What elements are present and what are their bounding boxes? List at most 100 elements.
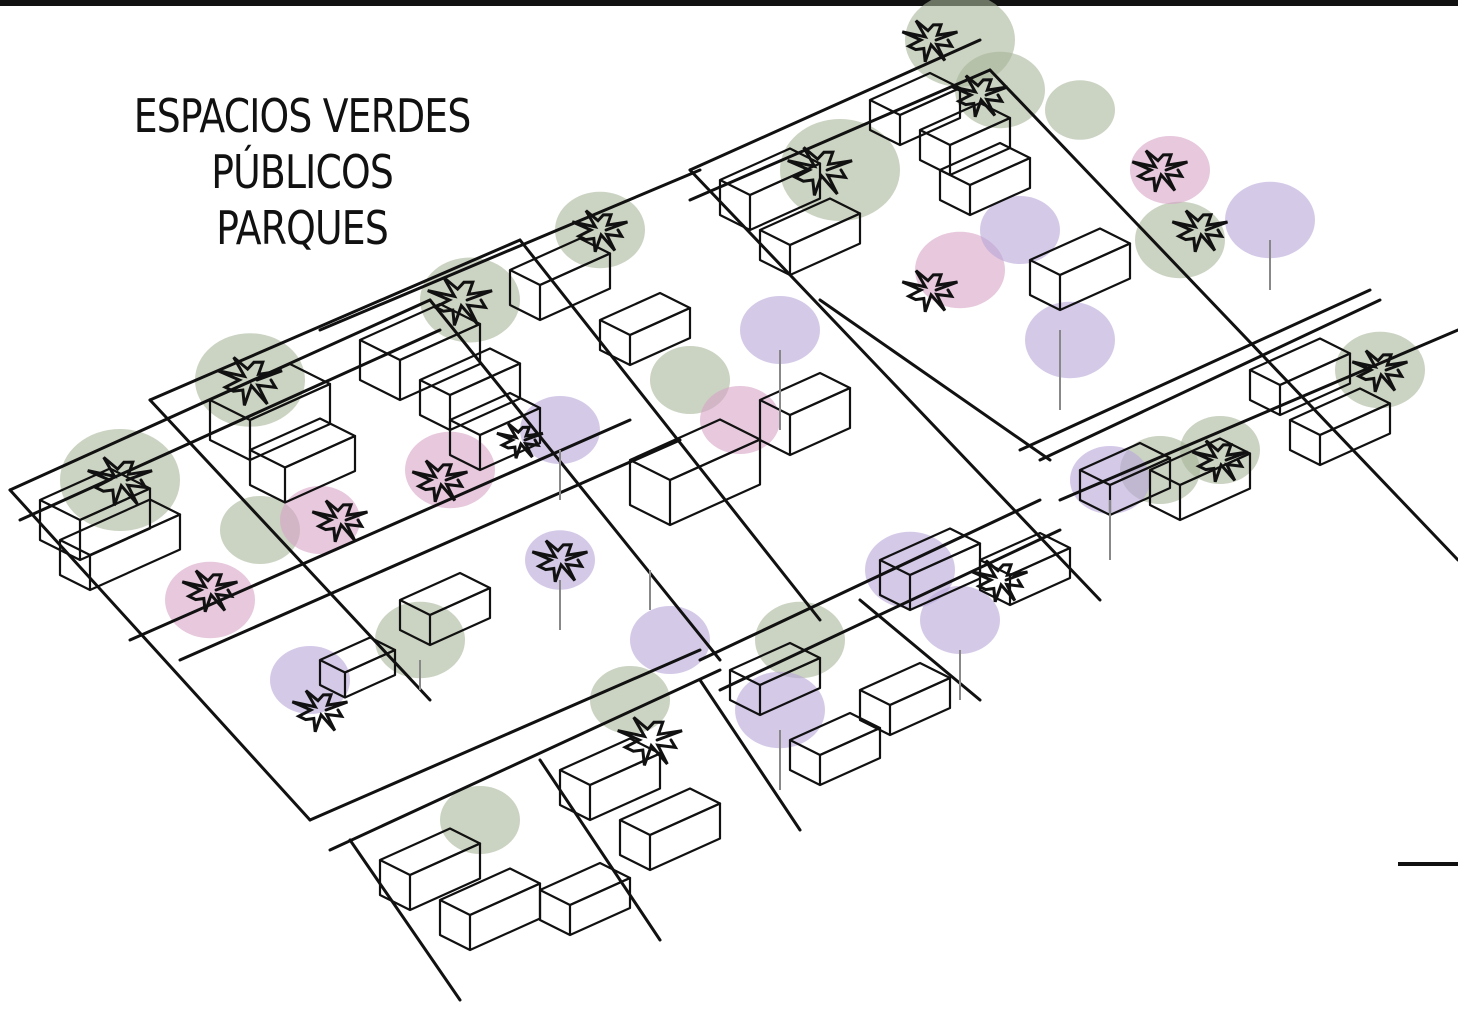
- tree-scribble: [411, 459, 469, 503]
- street-edge: [988, 68, 1458, 562]
- tree-scribble: [901, 269, 959, 313]
- tree-canopy: [1225, 181, 1315, 259]
- tree-scribble: [1351, 349, 1409, 393]
- building: [318, 636, 397, 699]
- building-walls: [628, 438, 762, 527]
- street-edge: [148, 398, 432, 702]
- building: [1248, 337, 1352, 417]
- building: [448, 391, 542, 472]
- tree-scribble: [571, 209, 629, 253]
- street-edge: [128, 418, 632, 642]
- tree-scribble: [1191, 439, 1249, 483]
- street-edge: [688, 168, 1102, 602]
- street-edge: [148, 238, 522, 402]
- tree-scribble: [951, 74, 1009, 118]
- building: [438, 867, 542, 952]
- tree-scribble: [181, 569, 239, 613]
- building-walls: [508, 252, 612, 322]
- title-line-2: PARQUES: [216, 201, 389, 255]
- building-walls: [448, 406, 542, 472]
- building: [538, 861, 632, 937]
- street-edge: [318, 168, 702, 332]
- building-walls: [788, 726, 882, 787]
- tree-scribble: [87, 456, 153, 506]
- building: [378, 827, 482, 912]
- tree-scribble: [311, 499, 369, 543]
- tree-canopy: [755, 601, 845, 679]
- building: [788, 711, 882, 787]
- street-edge: [328, 668, 722, 852]
- street-edge: [718, 528, 1062, 692]
- building: [58, 498, 182, 592]
- tree-scribble: [617, 716, 683, 766]
- tree-scribble: [1131, 149, 1189, 193]
- buildings: [38, 71, 1392, 952]
- title-line-1: ESPACIOS VERDES PÚBLICOS: [133, 89, 472, 199]
- building-walls: [1028, 242, 1132, 312]
- tree-canopy: [1025, 301, 1115, 379]
- street-edge: [428, 298, 722, 662]
- tree-canopy: [60, 429, 180, 531]
- building: [918, 101, 1012, 177]
- tree-canopy: [555, 191, 645, 269]
- building-walls: [938, 156, 1032, 217]
- tree-canopy: [440, 786, 520, 854]
- building: [418, 347, 522, 432]
- tree-canopy: [1335, 331, 1425, 409]
- building-walls: [598, 306, 692, 367]
- tree-canopy: [980, 196, 1060, 264]
- tree-scribble: [787, 146, 853, 196]
- building-walls: [358, 322, 482, 402]
- building-walls: [758, 212, 862, 277]
- building-walls: [858, 676, 952, 737]
- street-edge: [818, 298, 1052, 462]
- building: [598, 291, 692, 367]
- building-walls: [248, 434, 357, 504]
- street-edge: [538, 758, 662, 942]
- street-edge: [348, 838, 462, 1002]
- building: [398, 571, 492, 647]
- building-walls: [208, 382, 332, 462]
- tree-scribble: [217, 356, 283, 406]
- tree-canopy: [650, 346, 730, 414]
- building-walls: [378, 842, 482, 912]
- street-edge: [688, 38, 982, 172]
- tree-canopy: [1135, 201, 1225, 279]
- page-title: ESPACIOS VERDES PÚBLICOS PARQUES: [52, 88, 552, 256]
- building-walls: [58, 513, 182, 592]
- edge-mark: [1398, 862, 1458, 866]
- street-edge: [308, 648, 702, 822]
- tree-canopy: [920, 586, 1000, 654]
- building: [728, 641, 822, 717]
- building-roof: [438, 867, 542, 917]
- tree-canopy: [590, 666, 670, 734]
- building-walls: [418, 362, 522, 432]
- tree-scribble: [427, 276, 493, 326]
- tree-canopy: [1045, 80, 1115, 140]
- building: [508, 237, 612, 322]
- building: [1028, 227, 1132, 312]
- building-walls: [558, 752, 662, 822]
- street-edge: [698, 498, 1042, 662]
- top-border-rule: [0, 0, 1458, 6]
- street-edge: [1018, 288, 1372, 452]
- building: [618, 787, 722, 872]
- tree-scribble: [1171, 209, 1229, 253]
- building-walls: [758, 386, 852, 457]
- building-roof: [1248, 337, 1352, 387]
- street-edge: [518, 238, 822, 622]
- street-edge: [178, 438, 682, 662]
- building: [858, 661, 952, 737]
- tree-canopy: [280, 486, 360, 554]
- tree-scribble: [291, 689, 349, 733]
- tree-canopy: [740, 296, 820, 364]
- building: [1288, 387, 1392, 467]
- building-walls: [728, 656, 822, 717]
- building-roof: [418, 347, 522, 397]
- building-roof: [618, 787, 722, 837]
- tree-scribble: [496, 422, 544, 459]
- tree-canopy: [220, 496, 300, 564]
- street-edge: [688, 68, 992, 202]
